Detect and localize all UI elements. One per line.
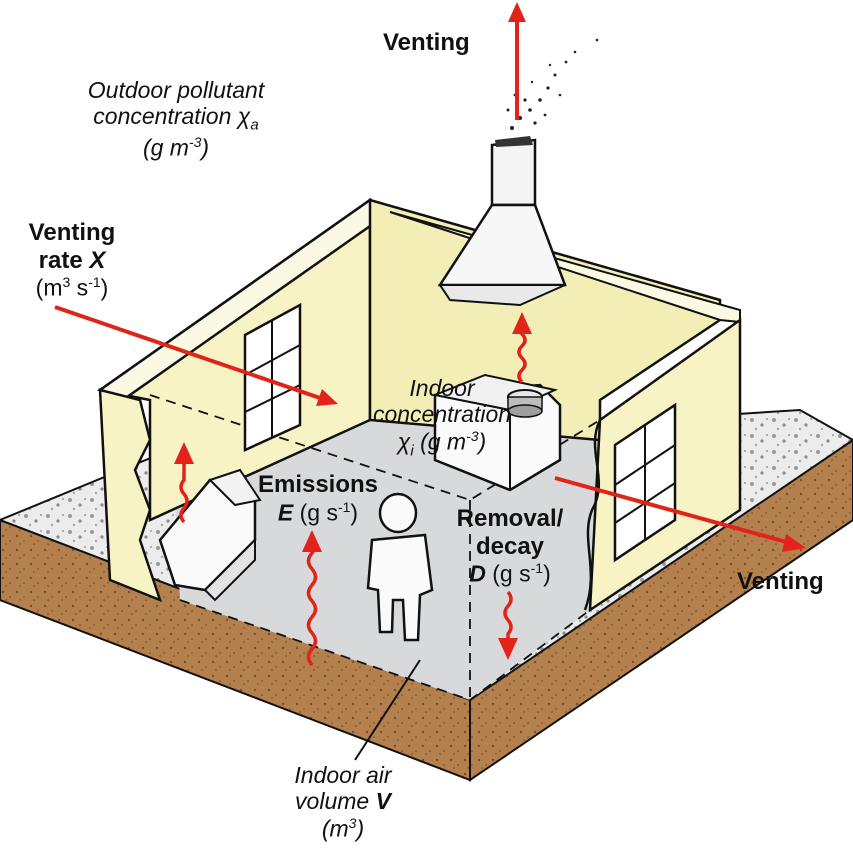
removal-units: D (g s-1) bbox=[469, 560, 551, 587]
venting-top-label: Venting bbox=[383, 29, 470, 56]
left-wall bbox=[98, 388, 163, 603]
outdoor-concentration-label: Outdoor pollutant concentration χa (g m-… bbox=[66, 77, 286, 161]
outdoor-line2: concentration χa bbox=[93, 103, 259, 135]
emissions-arrow bbox=[302, 530, 322, 667]
back-left-wall bbox=[96, 197, 393, 522]
emissions-units: E (g s-1) bbox=[277, 498, 359, 526]
venting-right-arrow bbox=[554, 476, 806, 552]
emissions-line1: Emissions bbox=[257, 471, 379, 498]
sofa-up-arrow bbox=[174, 442, 194, 524]
venting-right-label: Venting bbox=[737, 568, 824, 595]
outdoor-sub: a bbox=[250, 117, 259, 135]
venting-rate-units: (m3 s-1) bbox=[35, 274, 109, 301]
hood-up-arrow bbox=[512, 312, 532, 384]
indoor-concentration-label: Indoor concentration χi (g m-3) bbox=[362, 375, 522, 459]
outdoor-units: (g m-3) bbox=[142, 134, 210, 161]
volume-label: Indoor air volume V (m3) bbox=[258, 762, 428, 842]
removal-line2: decay bbox=[475, 532, 545, 560]
venting-rate-line1: Venting bbox=[28, 219, 116, 246]
outdoor-line1: Outdoor pollutant bbox=[87, 77, 265, 103]
window-left bbox=[243, 302, 302, 452]
indoor-units: χi (g m-3) bbox=[397, 427, 487, 460]
volume-pointer-line bbox=[354, 659, 421, 761]
venting-rate-line2: rate X bbox=[38, 246, 106, 274]
volume-line1: Indoor air bbox=[294, 762, 392, 788]
window-right bbox=[613, 402, 677, 563]
stove bbox=[431, 373, 562, 492]
venting-top-arrow bbox=[508, 2, 526, 120]
chimney-hood bbox=[437, 136, 567, 307]
removal-down-arrow bbox=[498, 590, 518, 660]
indoor-line1: Indoor bbox=[409, 375, 475, 401]
venting-rate-arrow bbox=[54, 305, 338, 406]
volume-units: (m3) bbox=[321, 814, 365, 842]
removal-line1: Removal/ bbox=[456, 505, 564, 532]
outdoor-symbol: χ bbox=[237, 103, 251, 130]
venting-rate-symbol: X bbox=[89, 246, 106, 274]
emissions-label: Emissions E (g s-1) bbox=[248, 471, 388, 526]
sofa bbox=[158, 468, 262, 602]
venting-rate-label: Venting rate X (m3 s-1) bbox=[2, 219, 142, 301]
person-figure bbox=[366, 492, 434, 642]
volume-line2: volume V bbox=[295, 788, 391, 815]
smoke-particles bbox=[506, 38, 599, 130]
removal-label: Removal/ decay D (g s-1) bbox=[440, 505, 580, 587]
room-dashed-outline bbox=[149, 394, 601, 702]
indoor-line2: concentration bbox=[372, 401, 512, 428]
